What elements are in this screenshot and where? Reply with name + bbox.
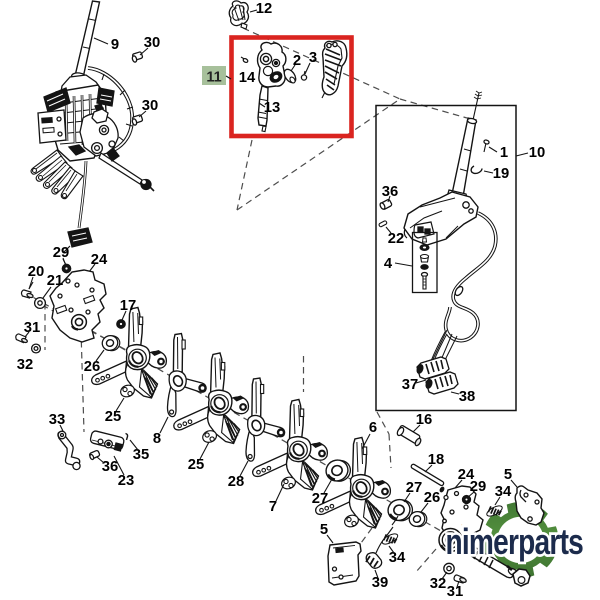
svg-text:27: 27 [312,491,328,507]
svg-text:21: 21 [47,273,63,289]
svg-text:11: 11 [206,70,221,86]
svg-text:30: 30 [142,98,158,114]
svg-text:20: 20 [28,264,44,280]
svg-text:38: 38 [459,389,475,405]
svg-text:31: 31 [24,320,40,336]
svg-text:28: 28 [228,474,244,490]
svg-text:4: 4 [384,256,393,272]
svg-text:34: 34 [389,550,406,566]
svg-text:13: 13 [264,100,280,116]
svg-text:24: 24 [458,467,475,483]
svg-text:9: 9 [111,37,119,53]
svg-text:22: 22 [388,231,404,247]
svg-text:nimerparts: nimerparts [446,522,584,562]
svg-text:10: 10 [529,145,545,161]
svg-text:7: 7 [269,499,277,515]
svg-text:18: 18 [428,452,444,468]
svg-text:35: 35 [133,447,149,463]
svg-text:37: 37 [402,377,418,393]
svg-text:19: 19 [493,166,509,182]
svg-text:5: 5 [504,467,512,483]
svg-text:39: 39 [372,575,388,591]
svg-text:36: 36 [382,184,398,200]
svg-text:12: 12 [256,1,272,17]
svg-text:29: 29 [53,245,69,261]
svg-text:25: 25 [188,457,204,473]
svg-text:1: 1 [500,145,508,161]
svg-text:3: 3 [309,50,317,66]
svg-text:24: 24 [91,252,108,268]
svg-text:nimerparts: nimerparts [446,522,584,562]
svg-text:14: 14 [239,70,256,86]
svg-text:23: 23 [118,473,134,489]
svg-text:33: 33 [49,412,65,428]
svg-text:30: 30 [144,35,160,51]
svg-text:29: 29 [470,479,486,495]
svg-text:6: 6 [369,420,377,436]
svg-text:26: 26 [84,359,100,375]
svg-text:26: 26 [424,490,440,506]
svg-text:25: 25 [105,409,121,425]
svg-text:5: 5 [320,522,328,538]
svg-text:27: 27 [406,480,422,496]
svg-text:32: 32 [430,576,446,592]
svg-text:34: 34 [495,484,512,500]
svg-text:16: 16 [416,412,432,428]
svg-text:2: 2 [293,53,301,69]
svg-text:17: 17 [120,298,136,314]
svg-text:36: 36 [102,459,118,475]
svg-text:32: 32 [17,357,33,373]
svg-text:31: 31 [447,584,463,600]
svg-text:8: 8 [153,431,161,447]
